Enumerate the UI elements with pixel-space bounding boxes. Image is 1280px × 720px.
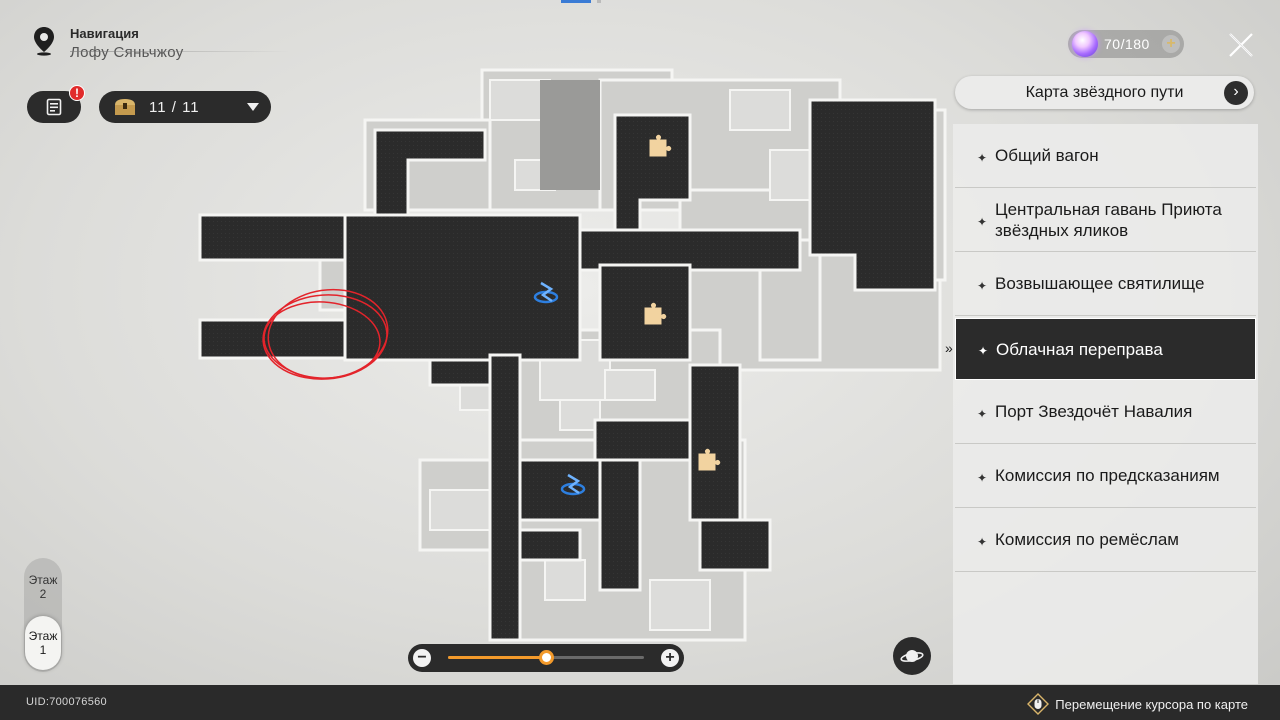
zoom-in-button[interactable]: + bbox=[661, 649, 679, 667]
location-pin-icon bbox=[34, 27, 54, 56]
planet-button[interactable] bbox=[893, 637, 931, 675]
navigation-header: Навигация Лофу Сяньчжоу bbox=[32, 26, 184, 61]
sparkle-icon: ✦ bbox=[977, 406, 988, 421]
puzzle-piece-icon[interactable] bbox=[697, 447, 722, 472]
location-item[interactable]: ✦ Комиссия по предсказаниям bbox=[955, 444, 1256, 508]
player-uid: UID:700076560 bbox=[26, 696, 107, 708]
control-hint-text: Перемещение курсора по карте bbox=[1055, 696, 1248, 712]
floor-selector: Этаж 2 Этаж 1 bbox=[24, 558, 62, 672]
zoom-control: − + bbox=[408, 644, 684, 672]
puzzle-piece-icon[interactable] bbox=[643, 301, 668, 326]
current-location-name: Лофу Сяньчжоу bbox=[70, 44, 184, 61]
quest-log-icon bbox=[46, 98, 62, 116]
floor-number: 2 bbox=[39, 587, 47, 601]
quest-log-button[interactable]: ! bbox=[27, 85, 85, 123]
location-label: Общий вагон bbox=[995, 146, 1099, 165]
location-item[interactable]: ✦ Возвышающее святилище bbox=[955, 252, 1256, 316]
sparkle-icon: ✦ bbox=[977, 470, 988, 485]
location-label: Облачная переправа bbox=[996, 339, 1163, 359]
location-label: Комиссия по ремёслам bbox=[995, 530, 1179, 549]
map-walkable-area bbox=[198, 98, 937, 642]
zoom-slider-track[interactable] bbox=[448, 650, 644, 665]
top-indicator-secondary bbox=[597, 0, 601, 3]
add-power-button[interactable]: + bbox=[1162, 35, 1180, 53]
location-label: Порт Звездочёт Навалия bbox=[995, 402, 1193, 421]
quest-alert-badge: ! bbox=[69, 85, 85, 101]
puzzle-piece-icon[interactable] bbox=[648, 133, 673, 158]
floor-word: Этаж bbox=[28, 629, 58, 643]
space-anchor-icon[interactable] bbox=[560, 473, 586, 496]
star-map-button[interactable]: Карта звёздного пути › bbox=[955, 76, 1254, 109]
planet-icon bbox=[900, 650, 924, 662]
floor-number: 1 bbox=[39, 643, 47, 657]
location-label: Центральная гавань Приюта звёздных ялико… bbox=[995, 199, 1222, 240]
chevron-right-icon: › bbox=[1224, 81, 1248, 105]
treasure-chest-icon bbox=[115, 99, 135, 115]
zoom-out-button[interactable]: − bbox=[413, 649, 431, 667]
sparkle-icon: ✦ bbox=[977, 214, 988, 229]
sparkle-icon: ✦ bbox=[978, 344, 989, 358]
treasure-chest-dropdown[interactable]: 11 / 11 bbox=[99, 91, 271, 123]
location-item-active[interactable]: ✦ Облачная переправа bbox=[955, 318, 1256, 380]
space-anchor-icon[interactable] bbox=[533, 281, 559, 304]
bottom-bar: UID:700076560 Перемещение курсора по кар… bbox=[0, 685, 1280, 720]
floor-word: Этаж bbox=[28, 573, 58, 587]
sparkle-icon: ✦ bbox=[977, 150, 988, 165]
map-tower bbox=[540, 80, 600, 190]
active-location-marker-icon: » bbox=[945, 340, 953, 356]
trailblaze-power-counter[interactable]: 70/180 + bbox=[1068, 30, 1184, 58]
zoom-slider-handle[interactable] bbox=[539, 650, 554, 665]
location-item[interactable]: ✦ Общий вагон bbox=[955, 124, 1256, 188]
location-label: Комиссия по предсказаниям bbox=[995, 466, 1220, 485]
trailblaze-power-value: 70/180 bbox=[1104, 36, 1150, 52]
header-divider bbox=[70, 51, 290, 52]
chevron-down-icon bbox=[247, 103, 259, 111]
top-indicator bbox=[561, 0, 591, 3]
location-label: Возвышающее святилище bbox=[995, 274, 1205, 293]
sparkle-icon: ✦ bbox=[977, 534, 988, 549]
red-annotation-circle bbox=[262, 288, 389, 380]
star-map-label: Карта звёздного пути bbox=[1025, 83, 1184, 101]
floor-2-button[interactable]: Этаж 2 bbox=[25, 560, 61, 614]
sparkle-icon: ✦ bbox=[977, 278, 988, 293]
trailblaze-power-icon bbox=[1072, 31, 1098, 57]
control-hint: Перемещение курсора по карте bbox=[1027, 693, 1248, 715]
location-list: ✦ Общий вагон ✦ Центральная гавань Приют… bbox=[953, 124, 1258, 684]
location-item[interactable]: ✦ Комиссия по ремёслам bbox=[955, 508, 1256, 572]
chest-count: 11 / 11 bbox=[149, 98, 200, 116]
close-icon[interactable] bbox=[1227, 31, 1255, 59]
mouse-icon bbox=[1027, 693, 1050, 715]
location-item[interactable]: ✦ Порт Звездочёт Навалия bbox=[955, 380, 1256, 444]
navigation-label: Навигация bbox=[70, 26, 139, 41]
floor-1-button[interactable]: Этаж 1 bbox=[25, 616, 61, 670]
zoom-slider-fill bbox=[448, 656, 546, 659]
location-item[interactable]: ✦ Центральная гавань Приюта звёздных яли… bbox=[955, 188, 1256, 252]
